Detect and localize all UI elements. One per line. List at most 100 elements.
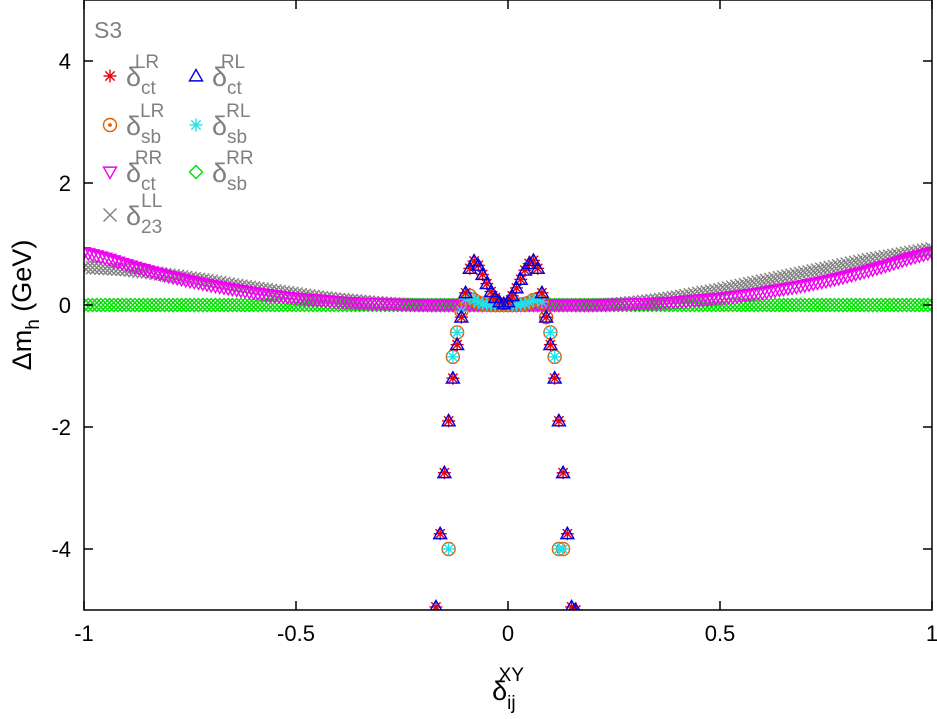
data-point <box>788 281 805 295</box>
data-point <box>161 270 177 285</box>
legend-label: δsbRR <box>212 148 254 195</box>
data-point <box>165 271 181 286</box>
data-point <box>793 297 809 313</box>
data-point <box>848 297 864 313</box>
data-point <box>771 297 787 313</box>
data-point <box>542 336 559 351</box>
data-point <box>508 280 525 294</box>
data-point <box>789 267 804 282</box>
data-point <box>207 280 224 295</box>
data-point <box>429 599 443 610</box>
data-point <box>534 284 550 299</box>
data-point <box>864 264 881 278</box>
data-point <box>457 284 474 299</box>
data-point <box>873 297 889 313</box>
legend-label: δctLR <box>126 52 159 99</box>
data-point <box>911 250 927 264</box>
data-point <box>797 297 813 313</box>
y-tick-label: -2 <box>51 415 71 440</box>
data-point <box>819 261 833 276</box>
data-point <box>220 297 236 313</box>
data-point <box>793 266 808 281</box>
panel-label: S3 <box>94 17 122 43</box>
data-point <box>784 282 800 296</box>
data-point <box>894 297 910 313</box>
legend-item: δ23LL <box>103 191 162 238</box>
x-tick-label: 1 <box>926 621 937 646</box>
data-point <box>810 263 825 278</box>
legend-item: δsbLR <box>102 101 164 148</box>
data-point <box>818 275 834 290</box>
data-point <box>440 412 457 427</box>
data-point <box>840 257 855 272</box>
data-point <box>93 297 109 313</box>
data-point <box>814 262 829 277</box>
data-point <box>831 297 847 313</box>
legend-marker <box>103 69 117 83</box>
data-point <box>228 284 245 298</box>
data-point <box>843 297 859 313</box>
data-point <box>152 297 168 313</box>
data-point <box>865 297 881 313</box>
data-point <box>110 297 126 313</box>
data-point <box>856 266 872 280</box>
data-point <box>831 258 846 273</box>
data-point <box>771 284 788 298</box>
data-point <box>442 542 456 556</box>
data-point <box>203 297 219 313</box>
data-point <box>546 370 563 384</box>
data-point <box>763 272 778 287</box>
data-point <box>907 251 923 265</box>
data-point <box>755 274 770 289</box>
data-point <box>216 282 232 296</box>
data-point <box>207 297 223 313</box>
data-point <box>237 297 253 313</box>
data-point <box>203 279 219 294</box>
data-point <box>805 278 821 292</box>
data-point <box>178 297 194 313</box>
data-point <box>780 269 795 284</box>
legend-label: δsbRL <box>212 101 250 148</box>
y-tick-label: 0 <box>59 293 71 318</box>
data-point <box>903 252 919 266</box>
data-point <box>776 297 792 313</box>
legend-label: δctRR <box>126 148 162 195</box>
data-point <box>182 275 198 290</box>
data-point <box>797 279 813 294</box>
data-point <box>894 255 911 269</box>
data-point <box>839 270 855 285</box>
data-point <box>785 268 800 283</box>
data-point <box>521 255 537 270</box>
data-point <box>751 275 766 290</box>
data-point <box>157 297 173 313</box>
data-point <box>860 297 876 313</box>
data-point <box>513 271 529 285</box>
data-point <box>903 297 919 313</box>
data-point <box>169 297 185 313</box>
series-rl-ct <box>429 252 581 610</box>
data-point <box>814 297 830 313</box>
data-point <box>924 297 932 313</box>
data-point <box>835 257 850 272</box>
data-point <box>474 266 491 281</box>
data-point <box>504 287 520 302</box>
data-point <box>114 297 130 313</box>
data-point <box>470 257 487 271</box>
data-point <box>429 600 443 610</box>
data-point <box>496 295 512 310</box>
data-point <box>780 282 796 297</box>
data-point <box>877 260 894 274</box>
data-point <box>890 256 906 270</box>
data-point <box>538 309 554 323</box>
data-point <box>810 297 826 313</box>
legend-marker <box>103 208 117 222</box>
legend-item: δsbRR <box>188 148 254 195</box>
data-point <box>725 297 741 313</box>
data-marks <box>84 241 932 610</box>
data-point <box>924 246 932 261</box>
legend-marker <box>188 68 204 82</box>
data-point <box>826 273 843 288</box>
data-point <box>856 297 872 313</box>
data-point <box>135 297 151 313</box>
